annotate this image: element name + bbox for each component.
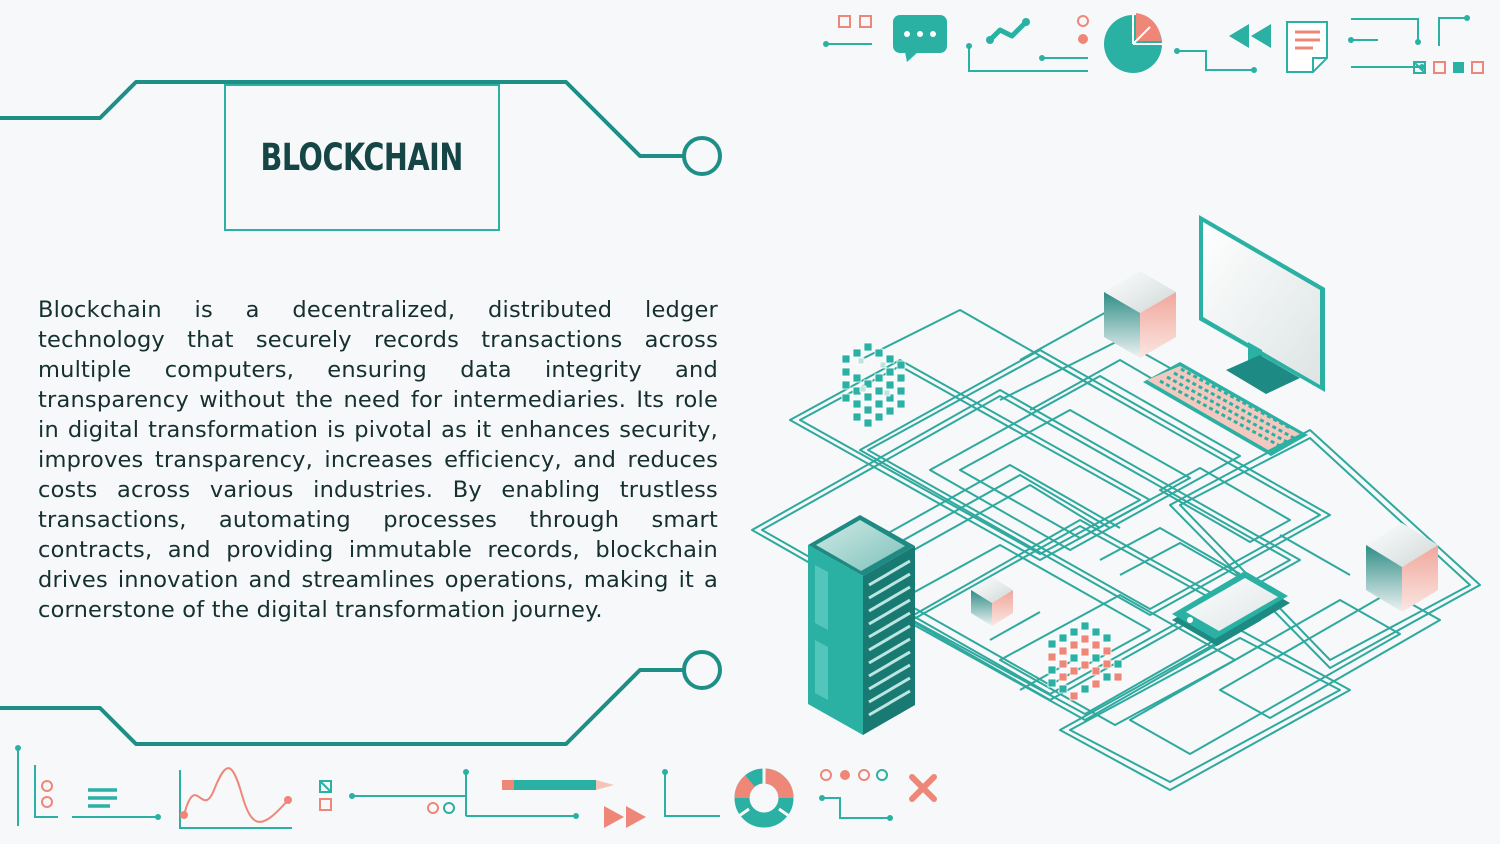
keyboard-icon [1143,362,1308,456]
rewind-icon [1174,24,1271,73]
server-rack-icon [808,515,915,735]
pattern-squares-icon [1413,61,1484,74]
dots-icon [819,769,893,821]
wave-chart-icon [179,767,292,829]
fast-forward-icon [604,769,720,828]
small-squares-icon [823,15,872,47]
donut-chart-icon [734,768,794,828]
document-icon [1286,21,1328,73]
bar-list-icon [15,745,161,826]
close-icon [909,774,937,802]
pencil-icon [502,780,614,790]
title-box: BLOCKCHAIN [224,84,500,231]
tablet-icon [1172,571,1290,646]
pattern-squares-icon [319,769,579,819]
circuit-traces [751,309,1481,791]
line-chart-icon [966,15,1089,72]
pie-chart-icon [1104,13,1162,73]
cube-icon [1366,523,1438,612]
bracket-lines-icon [1348,15,1470,70]
page-title: BLOCKCHAIN [260,136,464,179]
body-paragraph: Blockchain is a decentralized, distribut… [38,297,718,623]
cube-icon [971,577,1013,626]
block-cluster-icon [841,342,906,428]
desktop-monitor-icon [1199,215,1325,394]
chat-bubble-icon [893,15,947,62]
cube-icon [1104,271,1176,358]
block-cluster-icon [1047,621,1123,701]
